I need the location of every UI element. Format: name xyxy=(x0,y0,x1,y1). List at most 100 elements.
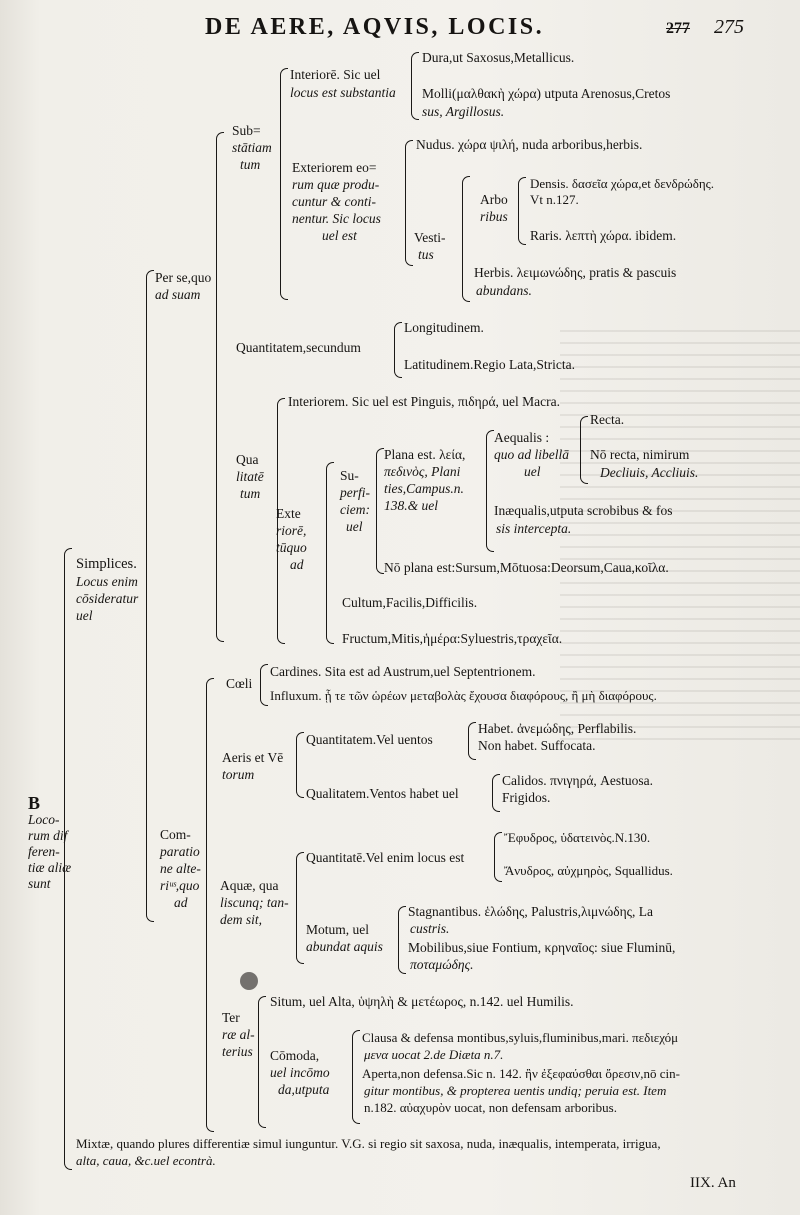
mobilibus-line-1: Mobilibus,siue Fontium, κρηναῖος: siue F… xyxy=(408,940,676,955)
exteriore-line-2: riorē, xyxy=(276,523,307,538)
habet-text: Habet. ἀνεμώδης, Perflabilis. xyxy=(478,721,637,736)
brace-vestitus xyxy=(462,176,470,302)
clausa-line-1: Clausa & defensa montibus,syluis,flumini… xyxy=(362,1030,679,1045)
comparatione-line-3: ne alte- xyxy=(160,861,201,876)
superficiem-line-4: uel xyxy=(346,519,363,534)
comparatione-line-4: riᵘˢ,quo xyxy=(160,878,200,893)
terrae-line-3: terius xyxy=(222,1044,253,1059)
mixtae-line-2: alta, caua, &c.uel econtrà. xyxy=(76,1153,216,1168)
commoda-line-2: uel incōmo xyxy=(270,1065,330,1080)
superficiem-line-2: perfi- xyxy=(340,485,370,500)
signature-mark: B xyxy=(28,793,41,813)
longitudinem-text: Longitudinem. xyxy=(404,320,484,335)
folio-number-struck: 277 xyxy=(666,20,690,37)
influxum-text: Influxum. ᾗ τε τῶν ὡρέων μεταβολὰς ἔχουσ… xyxy=(270,688,657,703)
ink-blot xyxy=(240,972,258,990)
aquae-line-1: Aquæ, qua xyxy=(220,878,279,893)
brace-qualitatem xyxy=(277,398,285,644)
densis-text: Densis. δασεῖα χώρα,et δενδρώδης. Vt n.1… xyxy=(530,176,715,207)
substantiam-line-1: Sub= xyxy=(232,123,261,138)
quantitatem-text: Quantitatem,secundum xyxy=(236,340,361,355)
noplana-text: Nō plana est:Sursum,Mōtuosa:Deorsum,Caua… xyxy=(384,560,669,575)
terrae-line-1: Ter xyxy=(222,1010,240,1025)
brace-motum xyxy=(398,906,406,974)
inaequalis-line-1: Inæqualis,utputa scrobibus & fos xyxy=(494,503,673,518)
brace-aequalis xyxy=(580,416,588,484)
plana-line-4: 138.& uel xyxy=(384,498,438,513)
brace-exteriorem xyxy=(405,140,413,266)
root-line-2: rum dif xyxy=(28,828,68,843)
anydros-text: Ἄνυδρος, αὐχμηρὸς, Squallidus. xyxy=(504,863,673,878)
aperta-line-3: n.182. αὐαχυρὸν uocat, non defensam arbo… xyxy=(364,1100,617,1115)
brace-qualitatem-v xyxy=(492,774,500,812)
brace-arboribus xyxy=(518,177,526,245)
perse-line-1: Per se,quo xyxy=(155,270,212,285)
simplices-line-2: Locus enim xyxy=(76,574,138,589)
inaequalis-line-2: sis intercepta. xyxy=(496,521,572,536)
brace-perse xyxy=(216,132,224,642)
ephydros-text: Ἔφυδρος, ὑδατεινὸς.N.130. xyxy=(504,830,651,845)
qualitatem-line-1: Qua xyxy=(236,452,259,467)
aequalis-line-1: Aequalis : xyxy=(494,430,550,445)
dura-text: Dura,ut Saxosus,Metallicus. xyxy=(422,50,575,65)
frigidos-text: Frigidos. xyxy=(502,790,551,805)
brace-substantiam xyxy=(280,68,288,300)
nudus-text: Nudus. χώρα ψιλή, nuda arboribus,herbis. xyxy=(416,137,643,152)
brace-comparatione xyxy=(206,678,214,1132)
exteriore-line-3: tūquo xyxy=(276,540,307,555)
stagnantibus-line-1: Stagnantibus. ἑλώδης, Palustris,λιμνώδης… xyxy=(408,904,653,919)
quantitatem-v-text: Quantitatem.Vel uentos xyxy=(306,732,433,747)
exteriorem-line-3: cuntur & conti- xyxy=(292,194,376,209)
exteriorem-line-4: nentur. Sic locus xyxy=(292,211,381,226)
aquae-line-3: dem sit, xyxy=(220,912,262,927)
situm-text: Situm, uel Alta, ὑψηλὴ & μετέωρος, n.142… xyxy=(270,994,574,1009)
exteriorem-line-1: Exteriorem eo= xyxy=(292,160,377,175)
comparatione-line-2: paratio xyxy=(160,844,200,859)
aeris-line-1: Aeris et Vē xyxy=(222,750,284,765)
quantitate-a-text: Quantitatē.Vel enim locus est xyxy=(306,850,465,865)
coeli-text: Cœli xyxy=(226,676,253,691)
cardines-text: Cardines. Sita est ad Austrum,uel Septen… xyxy=(270,664,536,679)
arboribus-line-1: Arbo xyxy=(480,192,508,207)
root-line-1: Loco- xyxy=(28,812,60,827)
root-line-3: feren- xyxy=(28,844,60,859)
recta-text: Recta. xyxy=(590,412,625,427)
motum-line-2: abundat aquis xyxy=(306,939,383,954)
comparatione-line-5: ad xyxy=(174,895,188,910)
brace-quantitate-a xyxy=(494,832,502,882)
aperta-line-1: Aperta,non defensa.Sic n. 142. ἢν ἐξεφαύ… xyxy=(362,1066,680,1081)
simplices-title: Simplices. xyxy=(76,556,137,572)
aeris-line-2: torum xyxy=(222,767,255,782)
nonrecta-line-2: Decliuis, Accliuis. xyxy=(600,465,699,480)
simplices-line-4: uel xyxy=(76,608,93,623)
arboribus-line-2: ribus xyxy=(480,209,508,224)
brace-superficiem xyxy=(376,448,384,574)
plana-line-2: πεδινὸς, Plani xyxy=(384,464,461,479)
substantiam-line-2: stātiam xyxy=(232,140,272,155)
commoda-line-3: da,utputa xyxy=(278,1082,330,1097)
aequalis-line-3: uel xyxy=(524,464,541,479)
interiore-line-1: Interiorē. Sic uel xyxy=(290,67,381,82)
brace-aquae xyxy=(296,852,304,964)
superficiem-line-3: ciem: xyxy=(340,502,370,517)
brace-aeris xyxy=(296,732,304,798)
brace-interiore xyxy=(411,52,419,120)
aequalis-line-2: quo ad libellā xyxy=(494,447,569,462)
interiorem-q-text: Interiorem. Sic uel est Pinguis, πιδηρά,… xyxy=(288,394,560,409)
simplices-line-3: cōsideratur xyxy=(76,591,139,606)
brace-plana xyxy=(486,430,494,552)
mobilibus-line-2: ποταμώδης. xyxy=(410,957,474,972)
aquae-line-2: liscunq; tan- xyxy=(220,895,289,910)
interiore-line-2: locus est substantia xyxy=(290,85,396,100)
brace-quantitatem xyxy=(394,322,402,378)
mixtae-line-1: Mixtæ, quando plures differentiæ simul i… xyxy=(76,1136,661,1151)
aperta-line-2: gitur montibus, & propterea uentis undiq… xyxy=(364,1083,667,1098)
terrae-line-2: ræ al- xyxy=(222,1027,255,1042)
motum-line-1: Motum, uel xyxy=(306,922,369,937)
plana-line-1: Plana est. λεία, xyxy=(384,447,466,462)
nonhabet-text: Non habet. Suffocata. xyxy=(478,738,596,753)
qualitatem-line-2: litatē xyxy=(236,469,264,484)
nonrecta-line-1: Nō recta, nimirum xyxy=(590,447,690,462)
brace-simplices xyxy=(146,270,154,922)
